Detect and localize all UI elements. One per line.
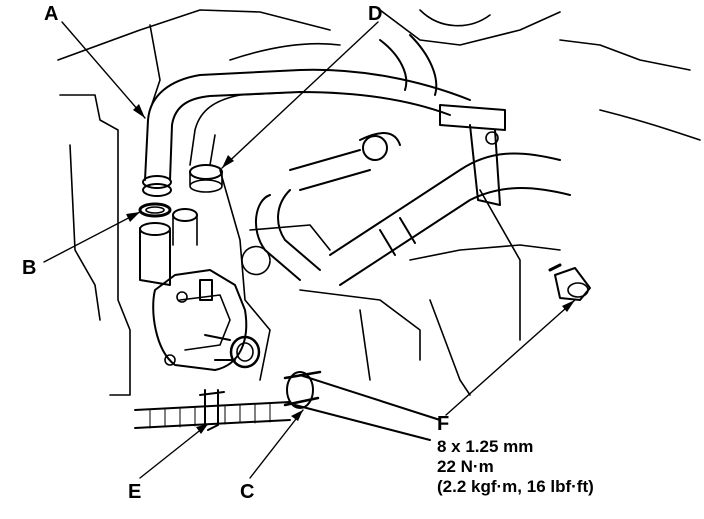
water-outlet-neck (204, 334, 261, 369)
leader-a (61, 21, 146, 119)
callout-e: E (128, 481, 142, 503)
thermostat-housing (139, 208, 248, 371)
lower-radiator-hose (283, 370, 441, 441)
bracket-bolt-f (548, 263, 591, 301)
crossover-hose (254, 132, 571, 286)
engine-block-outline (57, 9, 701, 396)
leader-arrowheads (126, 104, 575, 434)
o-ring-b (138, 202, 172, 218)
leader-c (249, 409, 304, 479)
upper-radiator-hose (144, 34, 471, 181)
callout-c: C (240, 481, 255, 503)
leader-lines (43, 21, 576, 479)
bolt-torque-nm: 22 N·m (437, 457, 494, 476)
callout-f: F (437, 413, 450, 435)
leader-f (445, 299, 576, 416)
callout-d: D (368, 3, 383, 25)
heater-hose (134, 389, 291, 431)
leader-b (43, 211, 141, 263)
leader-e (139, 423, 209, 479)
callout-a: A (44, 3, 59, 25)
hose-clamp-a (142, 175, 172, 197)
bolt-spec: 8 x 1.25 mm 22 N·m (2.2 kgf·m, 16 lbf·ft… (437, 437, 594, 497)
bolt-thread-size: 8 x 1.25 mm (437, 437, 534, 456)
bolt-torque-alt-units: (2.2 kgf·m, 16 lbf·ft) (437, 477, 594, 496)
hose-clamp-d (189, 164, 223, 193)
leader-d (221, 21, 379, 169)
callout-b: B (22, 257, 37, 279)
